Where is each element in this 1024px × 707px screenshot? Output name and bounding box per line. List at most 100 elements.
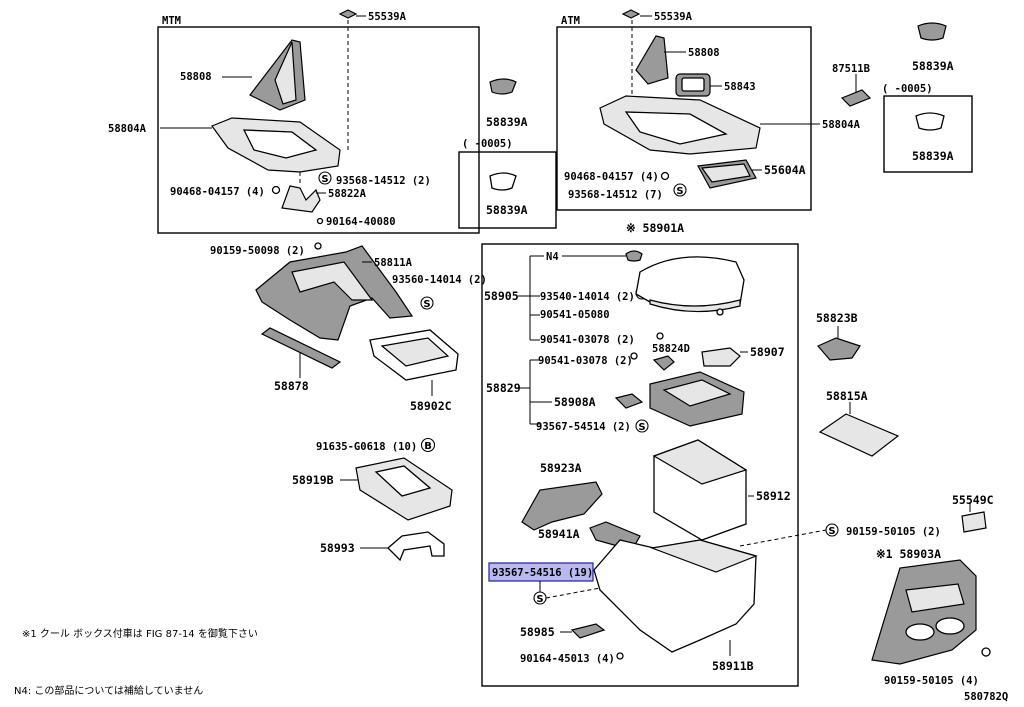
right-range-label: ( -0005) xyxy=(882,83,933,95)
footnote-2: N4: この部品については補給していません xyxy=(14,684,203,697)
label-90164-45013: 90164-45013 (4) xyxy=(520,653,615,665)
label-58824d: 58824D xyxy=(652,343,690,355)
right-variant-box: ( -0005) xyxy=(882,83,973,173)
figure-id: 580782Q xyxy=(964,691,1008,703)
mat-58815a xyxy=(818,413,900,457)
label-58878: 58878 xyxy=(274,379,309,393)
bracket-58993 xyxy=(387,531,445,562)
pad-58923a xyxy=(521,481,603,531)
label-58902c: 58902C xyxy=(410,399,452,413)
label-90468-mtm: 90468-04157 (4) xyxy=(170,186,265,198)
right-side-parts: 58823B 58815A S 90159-50105 (2) 55549C ※… xyxy=(739,311,994,687)
screw-90541-03078a xyxy=(656,332,664,340)
label-93568-mtm: 93568-14512 (2) xyxy=(336,175,431,187)
label-58811a: 58811A xyxy=(374,257,413,269)
garnish-58811a xyxy=(255,245,414,341)
label-55604a: 55604A xyxy=(764,163,806,177)
screw-90159-50105b xyxy=(981,647,991,657)
label-58815a: 58815A xyxy=(826,389,868,403)
label-58919b: 58919B xyxy=(292,473,334,487)
cap-variants: 58839A 58839A xyxy=(486,78,528,217)
cap-58839a-top xyxy=(489,78,517,95)
label-87511b: 87511B xyxy=(832,63,870,75)
b-symbol: B xyxy=(424,441,432,452)
label-93560: 93560-14014 (2) xyxy=(392,274,487,286)
label-58829: 58829 xyxy=(486,381,521,395)
label-58911b: 58911B xyxy=(712,659,754,673)
clip-58985 xyxy=(570,623,606,639)
strip-58878 xyxy=(260,327,342,369)
label-93568-atm: 93568-14512 (7) xyxy=(568,189,663,201)
label-58903a: ※1 58903A xyxy=(876,547,941,561)
label-58993: 58993 xyxy=(320,541,355,555)
label-90541-03078a: 90541-03078 (2) xyxy=(540,334,635,346)
clip-90468-mtm xyxy=(271,185,281,195)
label-58808-atm: 58808 xyxy=(688,47,720,59)
bracket-58823b xyxy=(817,337,861,361)
screw-90541-05080 xyxy=(716,308,724,316)
label-90159-50105a: 90159-50105 (2) xyxy=(846,526,941,538)
right-caps: 58839A 58839A xyxy=(912,22,954,163)
label-58839a-boxr: 58839A xyxy=(912,149,954,163)
part-n4 xyxy=(625,250,643,262)
label-55549c: 55549C xyxy=(952,493,994,507)
label-n4: N4 xyxy=(546,251,559,263)
label-91635: 91635-G0618 (10) xyxy=(316,441,417,453)
label-58908a: 58908A xyxy=(554,395,596,409)
console-parts: N4 58905 93540-14014 (2) S 90541-05080 9… xyxy=(484,250,791,673)
s-symbol-93567-54514: S xyxy=(638,422,645,433)
label-58843: 58843 xyxy=(724,81,756,93)
label-58804a-mtm: 58804A xyxy=(108,123,147,135)
label-58985: 58985 xyxy=(520,625,555,639)
plate-55549c xyxy=(961,511,987,533)
label-58923a: 58923A xyxy=(540,461,582,475)
pad-87511b xyxy=(840,89,872,107)
label-93567-54514: 93567-54514 (2) xyxy=(536,421,631,433)
left-variant-box: ( -0005) xyxy=(458,138,557,229)
label-58822a: 58822A xyxy=(328,188,367,200)
s-symbol-atm: S xyxy=(676,186,683,197)
left-range-label: ( -0005) xyxy=(462,138,513,150)
label-58907: 58907 xyxy=(750,345,785,359)
label-90159-50105b: 90159-50105 (4) xyxy=(884,675,979,687)
bracket-58824d xyxy=(652,355,675,371)
label-90541-03078b: 90541-03078 (2) xyxy=(538,355,633,367)
label-93567-54516[interactable]: 93567-54516 (19) xyxy=(492,567,593,579)
highlight-93567-54516[interactable] xyxy=(488,562,594,582)
atm-box: ATM xyxy=(556,15,812,211)
cap-55539a-mtm xyxy=(338,9,358,19)
mtm-box: MTM xyxy=(157,15,480,234)
cap-58839a-right-top xyxy=(917,22,947,41)
label-58823b: 58823B xyxy=(816,311,858,325)
label-55539a-mtm: 55539A xyxy=(368,11,407,23)
label-55539a-atm: 55539A xyxy=(654,11,693,23)
label-90468-atm: 90468-04157 (4) xyxy=(564,171,659,183)
label-58912: 58912 xyxy=(756,489,791,503)
s-symbol-mtm: S xyxy=(321,174,328,185)
atm-label: ATM xyxy=(561,15,580,27)
clip-90468-atm xyxy=(660,171,670,181)
cup-holder-58903a xyxy=(871,559,977,665)
atm-parts: 55539A 58808 58843 58804A 87511B 90468-0… xyxy=(564,9,872,201)
console-box: ※ 58901A xyxy=(481,221,799,687)
s-symbol-90159-50105a: S xyxy=(828,526,835,537)
shift-boot-atm xyxy=(635,35,669,85)
mtm-label: MTM xyxy=(162,15,181,27)
label-58804a-atm: 58804A xyxy=(822,119,861,131)
label-58839a-boxl: 58839A xyxy=(486,203,528,217)
screw-90164-45013 xyxy=(616,652,624,660)
label-58839a-top: 58839A xyxy=(486,115,528,129)
screw-90164-40080 xyxy=(316,217,324,225)
screw-90159-50098 xyxy=(314,242,322,250)
label-90164-40080: 90164-40080 xyxy=(326,216,396,228)
label-58808-mtm: 58808 xyxy=(180,71,212,83)
screw-90541-03078b xyxy=(630,352,638,360)
footnote-1: ※1 クール ボックス付車は FIG 87-14 を御覧下さい xyxy=(22,627,258,640)
s-symbol-93560: S xyxy=(423,299,430,310)
label-93540: 93540-14014 (2) xyxy=(540,291,635,303)
cap-55539a-atm xyxy=(621,9,641,19)
cap-58839a-boxl xyxy=(489,172,517,191)
console-group-label: ※ 58901A xyxy=(626,221,684,235)
lower-left-parts: 90159-50098 (2) 58811A 93560-14014 (2) S… xyxy=(210,242,487,562)
